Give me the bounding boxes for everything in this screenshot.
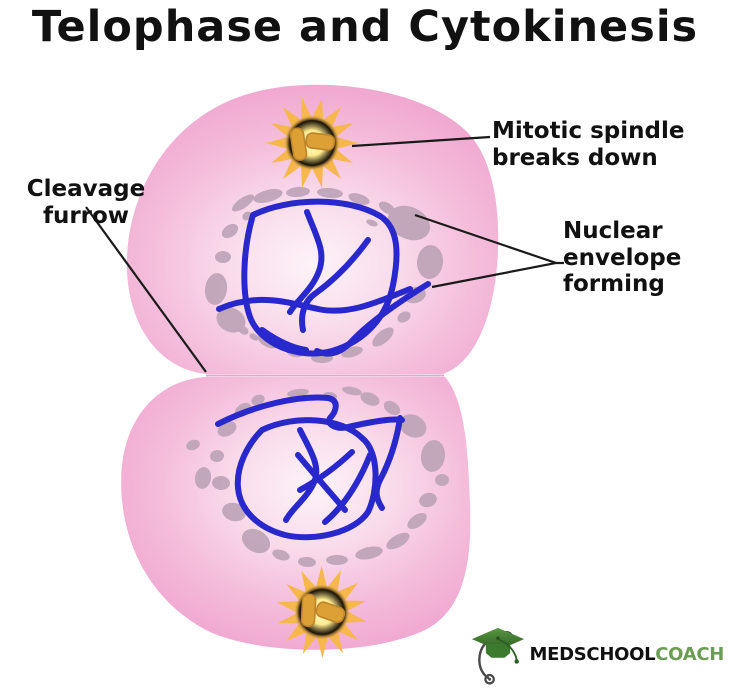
- mitotic-spindle-pointer-line: [351, 135, 491, 148]
- label-nuclear-envelope-line1: Nuclear: [563, 218, 663, 244]
- logo-wordmark: MEDSCHOOLCOACH: [530, 644, 725, 665]
- cleavage-furrow-pointer-line: [85, 206, 207, 373]
- figure-title: Telophase and Cytokinesis: [31, 2, 699, 52]
- label-cleavage-furrow: Cleavage furrow: [0, 176, 172, 229]
- logo-text-coach: COACH: [655, 643, 724, 665]
- label-nuclear-envelope: Nuclear envelope forming: [563, 218, 681, 298]
- medschoolcoach-logo: MEDSCHOOLCOACH: [470, 622, 725, 686]
- logo-text-medschool: MEDSCHOOL: [529, 643, 656, 665]
- chromosomes-top: [216, 198, 431, 357]
- label-cleavage-furrow-line2: furrow: [42, 202, 130, 229]
- label-nuclear-envelope-line3: forming: [563, 271, 665, 298]
- nuclear-envelope-pointer-lines: [414, 213, 564, 289]
- nuclear-envelope-fragments-top: [204, 186, 444, 363]
- label-mitotic-spindle-line1: Mitotic spindle: [492, 118, 685, 144]
- label-cleavage-furrow-line1: Cleavage: [26, 176, 146, 202]
- bottom-daughter-cell: [121, 377, 471, 650]
- label-mitotic-spindle: Mitotic spindle breaks down: [492, 118, 684, 171]
- label-mitotic-spindle-line2: breaks down: [492, 144, 658, 171]
- chromosomes-bottom: [215, 394, 405, 541]
- label-nuclear-envelope-line2: envelope: [563, 244, 682, 271]
- graduation-cap-stethoscope-icon: [471, 627, 524, 685]
